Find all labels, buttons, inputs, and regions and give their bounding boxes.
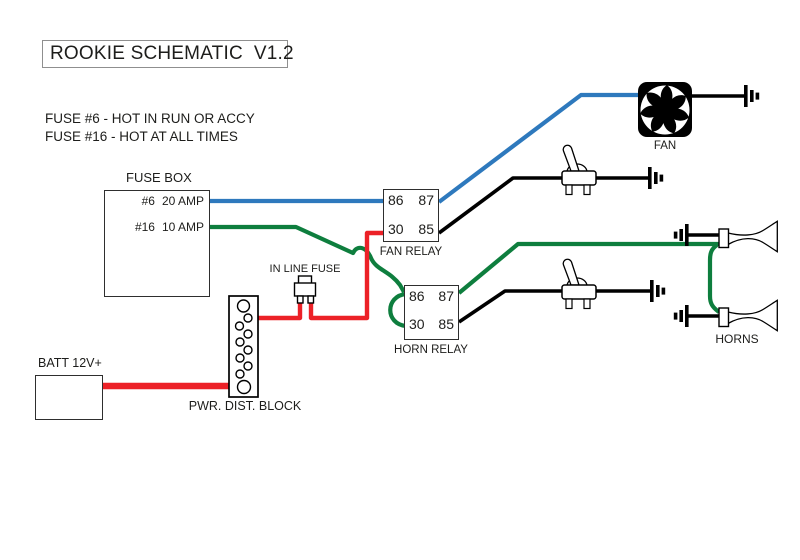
fan-relay-terminal-30: 30 — [388, 221, 404, 237]
horn-relay-terminal-87: 87 — [438, 288, 454, 304]
fan-relay-terminal-86: 86 — [388, 192, 404, 208]
horn-relay-terminal-85: 85 — [438, 316, 454, 332]
wire-hornrelay-85-to-horn-switch-ground — [457, 289, 652, 324]
wire-hornrelay-86-30-jumper — [388, 291, 407, 329]
toggle-switch-icon-fan — [561, 144, 597, 196]
wire-fanrelay-85-to-fan-switch-ground — [437, 176, 650, 235]
fuse-6-name: #6 — [141, 194, 155, 208]
ground-icon-lower-horn — [673, 305, 689, 327]
toggle-switch-icon-horn — [561, 258, 597, 310]
fan-label: FAN — [653, 140, 677, 152]
wire-fanrelay-87-to-fan — [437, 92, 640, 204]
title-box: ROOKIE SCHEMATIC V1.2 — [42, 40, 294, 68]
power-dist-block-label: PWR. DIST. BLOCK — [188, 399, 302, 413]
wire-hornrelay-87-to-horns — [457, 241, 719, 295]
horn-relay-terminal-30: 30 — [409, 316, 425, 332]
horn-relay: 86 87 30 85 — [404, 285, 459, 340]
wire-inlinefuse-to-fanrelay-30 — [308, 230, 383, 321]
power-dist-block-icon — [228, 295, 259, 398]
battery-box — [35, 375, 103, 420]
fuse-box — [104, 190, 210, 297]
battery-label: BATT 12V+ — [38, 356, 102, 370]
fan-relay: 86 87 30 85 — [383, 189, 439, 242]
note-fuse6: FUSE #6 - HOT IN RUN OR ACCY — [45, 111, 255, 126]
inline-fuse-icon — [293, 275, 317, 304]
fuse-16-name: #16 — [134, 220, 155, 234]
fuse-row-6: #6 20 AMP — [104, 194, 204, 208]
horn-relay-label: HORN RELAY — [394, 344, 468, 356]
fan-relay-label: FAN RELAY — [379, 246, 443, 258]
fuse-notes: FUSE #6 - HOT IN RUN OR ACCY FUSE #16 - … — [45, 110, 255, 145]
horn-relay-terminal-86: 86 — [409, 288, 425, 304]
wire-distblock-to-inlinefuse — [258, 301, 303, 321]
page-title: ROOKIE SCHEMATIC V1.2 — [50, 43, 294, 64]
fuse-6-rating: 20 AMP — [161, 194, 204, 208]
wire-upper-horn-to-lower-horn — [707, 243, 721, 314]
fan-icon — [638, 82, 692, 137]
ground-icon-fan-switch — [648, 167, 664, 189]
ground-icon-horn-switch — [650, 280, 666, 302]
fan-relay-terminal-87: 87 — [418, 192, 434, 208]
horn-icon-lower — [718, 299, 778, 332]
horn-icon-upper — [718, 220, 778, 253]
fuse-box-label: FUSE BOX — [126, 170, 192, 185]
note-fuse16: FUSE #16 - HOT AT ALL TIMES — [45, 128, 238, 144]
fuse-16-rating: 10 AMP — [161, 220, 204, 234]
ground-icon-upper-horn — [673, 224, 689, 246]
fuse-row-16: #16 10 AMP — [104, 220, 204, 234]
fan-relay-terminal-85: 85 — [418, 221, 434, 237]
ground-icon-fan — [744, 85, 760, 107]
inline-fuse-label: IN LINE FUSE — [269, 263, 341, 275]
horns-label: HORNS — [715, 332, 759, 346]
wire-fuse16-to-hornrelay-86 — [210, 224, 406, 294]
